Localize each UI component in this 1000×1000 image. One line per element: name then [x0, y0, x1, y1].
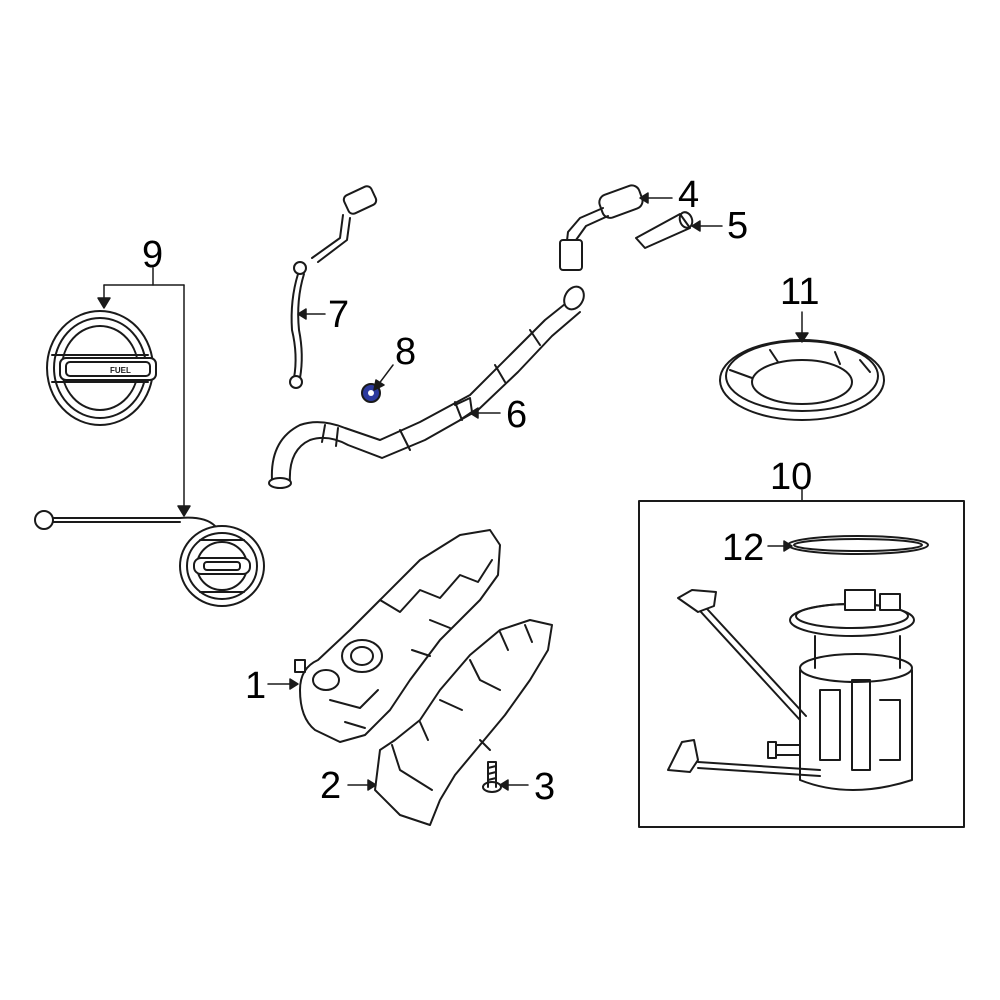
callout-2: 2: [320, 765, 342, 807]
callout-6: 6: [506, 394, 528, 436]
fuel-pump-module-part[interactable]: [668, 590, 914, 790]
lock-ring-part[interactable]: [720, 340, 884, 420]
bolt-part[interactable]: [483, 762, 501, 792]
callout-1-leader: [267, 678, 299, 690]
callout-10: 10: [770, 456, 813, 498]
fuel-door-part[interactable]: FUEL: [47, 311, 156, 425]
callout-1: 1: [245, 665, 267, 707]
callout-12-leader: [767, 540, 793, 552]
callout-7-leader: [297, 308, 326, 320]
hose-part[interactable]: [636, 210, 694, 248]
seal-part[interactable]: [788, 536, 928, 554]
callout-3: 3: [534, 766, 556, 808]
callout-5-leader: [691, 220, 723, 232]
callout-11-leader: [795, 311, 809, 343]
vent-tube-part[interactable]: [290, 185, 378, 388]
callout-8: 8: [395, 331, 417, 373]
fuel-door-label: FUEL: [110, 366, 131, 375]
filler-tube-end-part[interactable]: [560, 183, 645, 270]
callout-6-leader: [469, 407, 501, 419]
fuel-tank-part[interactable]: [295, 530, 500, 742]
callout-12: 12: [722, 527, 765, 569]
callout-9-leader: [97, 267, 191, 517]
callout-9: 9: [142, 234, 164, 276]
callout-2-leader: [347, 779, 377, 791]
fuel-pump-box: [638, 489, 965, 828]
filler-neck-part[interactable]: [269, 283, 588, 488]
callout-11: 11: [780, 271, 820, 313]
callout-7: 7: [328, 294, 350, 336]
callout-4: 4: [678, 174, 700, 216]
callout-5: 5: [727, 205, 749, 247]
callout-4-leader: [639, 192, 673, 204]
fuel-cap-part[interactable]: [35, 511, 264, 606]
heat-shield-part[interactable]: [375, 620, 552, 825]
callout-3-leader: [499, 779, 529, 791]
callout-8-leader: [373, 364, 394, 391]
